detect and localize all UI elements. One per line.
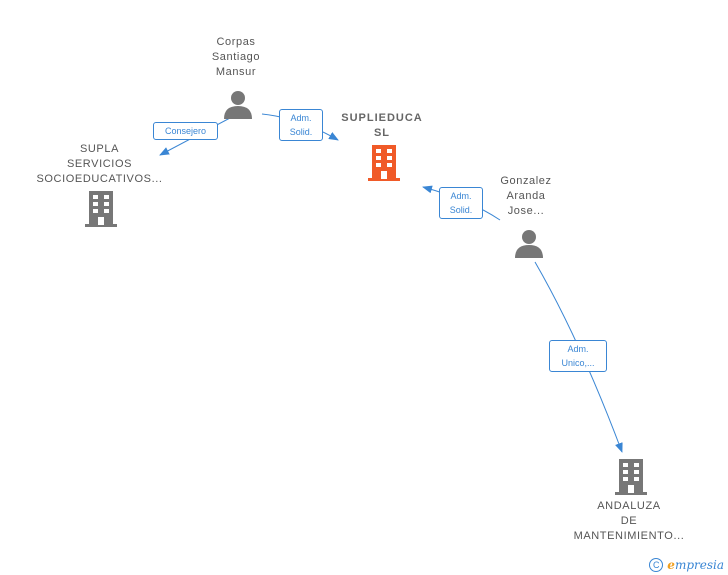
node-label-line: Corpas <box>216 36 256 48</box>
node-label-line: ANDALUZA <box>597 500 661 512</box>
edge-label-line: Adm. <box>567 344 589 354</box>
edge-label-adm-unico[interactable]: Adm. Unico,... <box>549 340 607 372</box>
node-label-line: SERVICIOS <box>66 158 133 170</box>
node-label-line: MANTENIMIENTO... <box>573 530 685 542</box>
edge-label-adm-solid-gonzalez[interactable]: Adm. Solid. <box>439 187 483 219</box>
building-icon[interactable] <box>85 191 117 227</box>
building-icon-highlighted[interactable] <box>368 145 400 181</box>
node-label-line: Santiago <box>211 51 261 63</box>
edge-label-line: Consejero <box>164 126 207 136</box>
node-label-line: SUPLIEDUCA <box>341 112 423 124</box>
node-label-line: Mansur <box>215 66 257 78</box>
edge-label-consejero[interactable]: Consejero <box>153 122 218 140</box>
node-label-line: Jose... <box>507 205 545 217</box>
node-label-line: DE <box>620 515 638 527</box>
edge-label-line: Solid. <box>449 205 473 215</box>
brand-initial: e <box>667 558 675 572</box>
node-label-line: Aranda <box>506 190 546 202</box>
node-label-line: SL <box>373 127 391 139</box>
node-label-supla[interactable]: SUPLA SERVICIOS SOCIOEDUCATIVOS... <box>28 142 171 187</box>
building-icon[interactable] <box>615 459 647 495</box>
edge-label-line: Solid. <box>289 127 313 137</box>
node-label-corpas[interactable]: Corpas Santiago Mansur <box>193 35 279 80</box>
person-icon[interactable] <box>513 228 545 258</box>
node-label-gonzalez[interactable]: Gonzalez Aranda Jose... <box>482 174 570 219</box>
node-label-andaluza[interactable]: ANDALUZA DE MANTENIMIENTO... <box>562 499 696 544</box>
brand-rest: mpresia <box>674 558 724 572</box>
edge-label-line: Adm. <box>290 113 312 123</box>
node-label-suplieduca[interactable]: SUPLIEDUCA SL <box>332 111 432 141</box>
person-icon[interactable] <box>222 89 254 119</box>
edge-label-adm-solid-corpas[interactable]: Adm. Solid. <box>279 109 323 141</box>
node-label-line: SOCIOEDUCATIVOS... <box>36 173 163 185</box>
empresia-logo: empresia <box>667 558 724 572</box>
node-label-line: Gonzalez <box>500 175 552 187</box>
node-label-line: SUPLA <box>79 143 120 155</box>
edge-label-line: Adm. <box>450 191 472 201</box>
copyright-icon: C <box>649 558 664 572</box>
edge-label-line: Unico,... <box>561 358 595 368</box>
